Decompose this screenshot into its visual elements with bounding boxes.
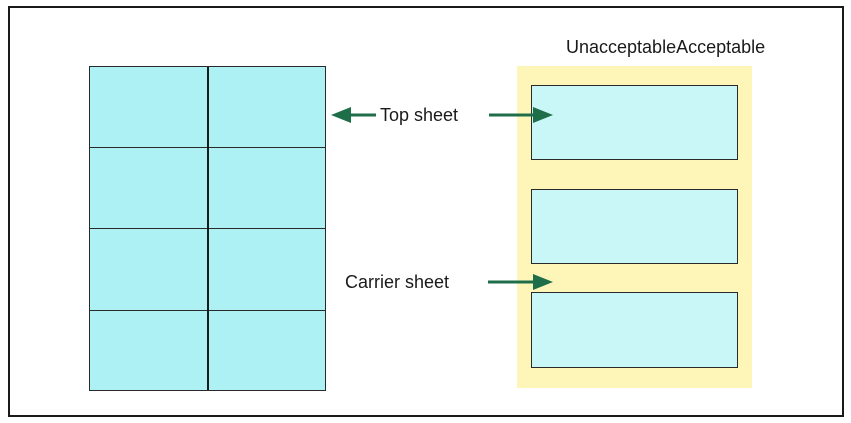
carrier-sheet-label: Carrier sheet [345,272,450,292]
acceptable-label-bottom [531,292,738,368]
acceptable-label-middle [531,189,738,264]
column-heading: UnacceptableAcceptable [566,37,766,57]
top-sheet-label: Top sheet [380,105,459,125]
acceptable-label-top [531,85,738,160]
unacceptable-label-sheet [89,66,326,391]
label-column-divider [207,67,209,390]
top-sheet-left-arrow-icon [331,107,376,123]
carrier-sheet-arrow-icon [488,274,553,290]
top-sheet-right-arrow-icon [489,107,553,123]
